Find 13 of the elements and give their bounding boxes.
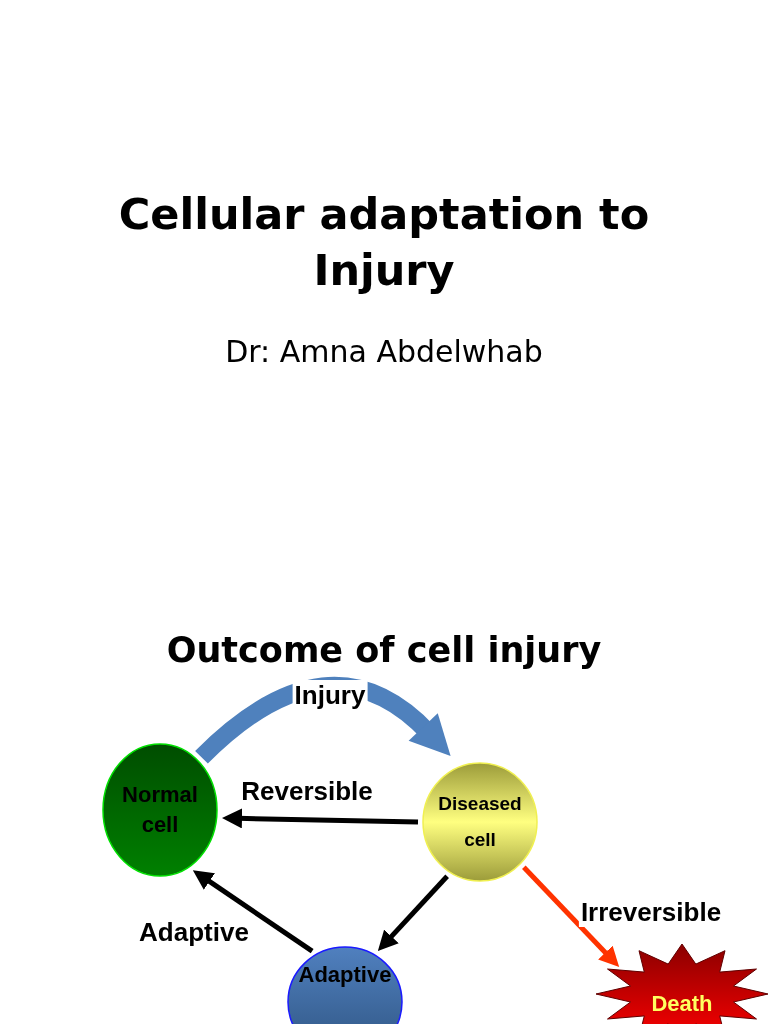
- node-label: Adaptive: [298, 961, 392, 989]
- author-line: Dr: Amna Abdelwhab: [224, 333, 544, 371]
- slide-heading: Outcome of cell injury: [165, 629, 603, 672]
- arrow: [192, 870, 314, 954]
- arrow: [222, 808, 419, 829]
- edge-label: Injury: [292, 680, 368, 710]
- node-label: Normal cell: [121, 781, 199, 839]
- arrow: [522, 865, 620, 967]
- slide-title: Cellular adaptation to Injury: [117, 188, 651, 297]
- node-label: Diseased cell: [437, 792, 523, 852]
- arrow: [377, 874, 449, 952]
- node-label: Death: [651, 990, 713, 1018]
- curved-block-arrow: [195, 677, 452, 764]
